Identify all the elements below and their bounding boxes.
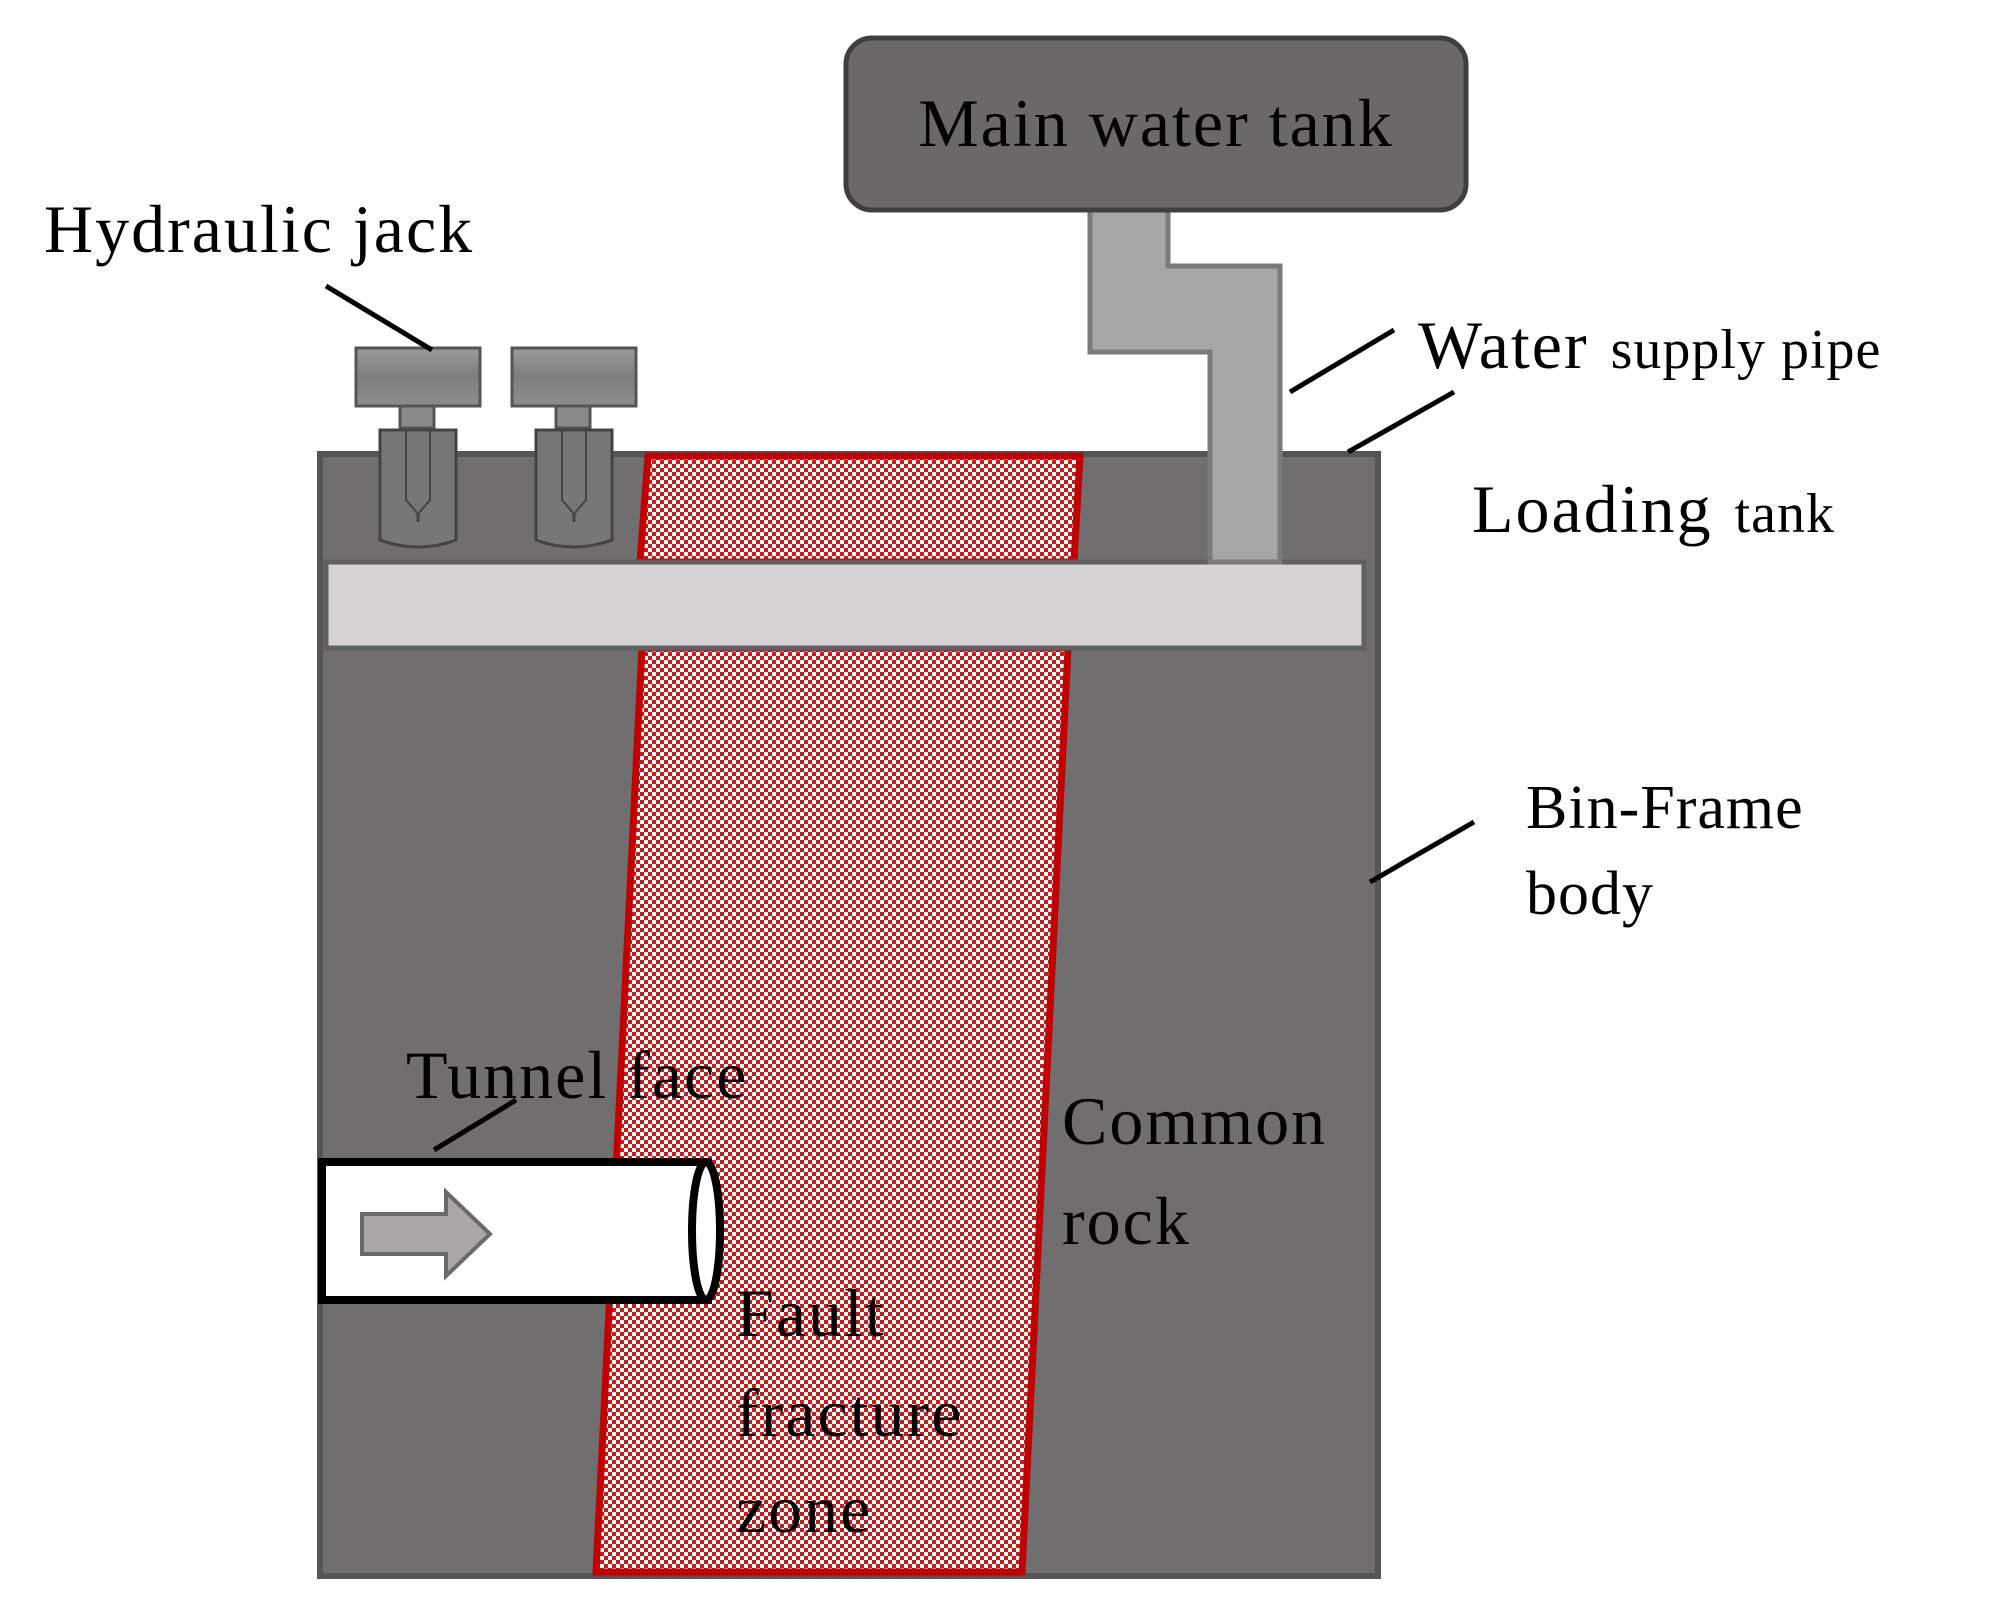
label-fault-line2: fracture [736,1375,963,1451]
label-water-word: Water [1418,307,1589,383]
label-loading-word: Loading [1472,471,1713,547]
main-water-tank [843,35,1469,213]
leader-loading-tank [1346,389,1456,455]
label-water-supply-pipe: Water supply pipe [1418,307,1881,383]
leader-bin-frame-body [1368,819,1476,885]
fault-fracture-zone-upper [636,452,1084,566]
label-hydraulic-jack: Hydraulic jack [44,191,474,267]
tunnel [318,1158,724,1304]
leader-tunnel-face [432,1097,518,1153]
label-main-water-tank: Main water tank [918,85,1394,161]
leader-hydraulic-jack [324,283,434,353]
leader-water-supply-pipe [1288,327,1396,395]
label-tank-word: tank [1735,483,1835,545]
label-bin-frame-line1: Bin-Frame [1526,774,1804,842]
label-common-rock-line2: rock [1062,1183,1191,1259]
label-fault-line1: Fault [736,1275,886,1351]
loading-plate [323,559,1367,651]
label-supply-pipe-words: supply pipe [1611,319,1882,381]
label-loading-tank: Loading tank [1472,471,1835,547]
right-arrow-icon [360,1187,493,1281]
label-bin-frame-line2: body [1526,860,1654,928]
label-tunnel-face: Tunnel face [406,1037,748,1113]
label-fault-line3: zone [736,1471,872,1547]
hydraulic-jack-2 [510,346,638,549]
label-common-rock-line1: Common [1062,1083,1327,1159]
hydraulic-jack-1 [354,346,482,549]
water-supply-pipe [1087,201,1283,565]
